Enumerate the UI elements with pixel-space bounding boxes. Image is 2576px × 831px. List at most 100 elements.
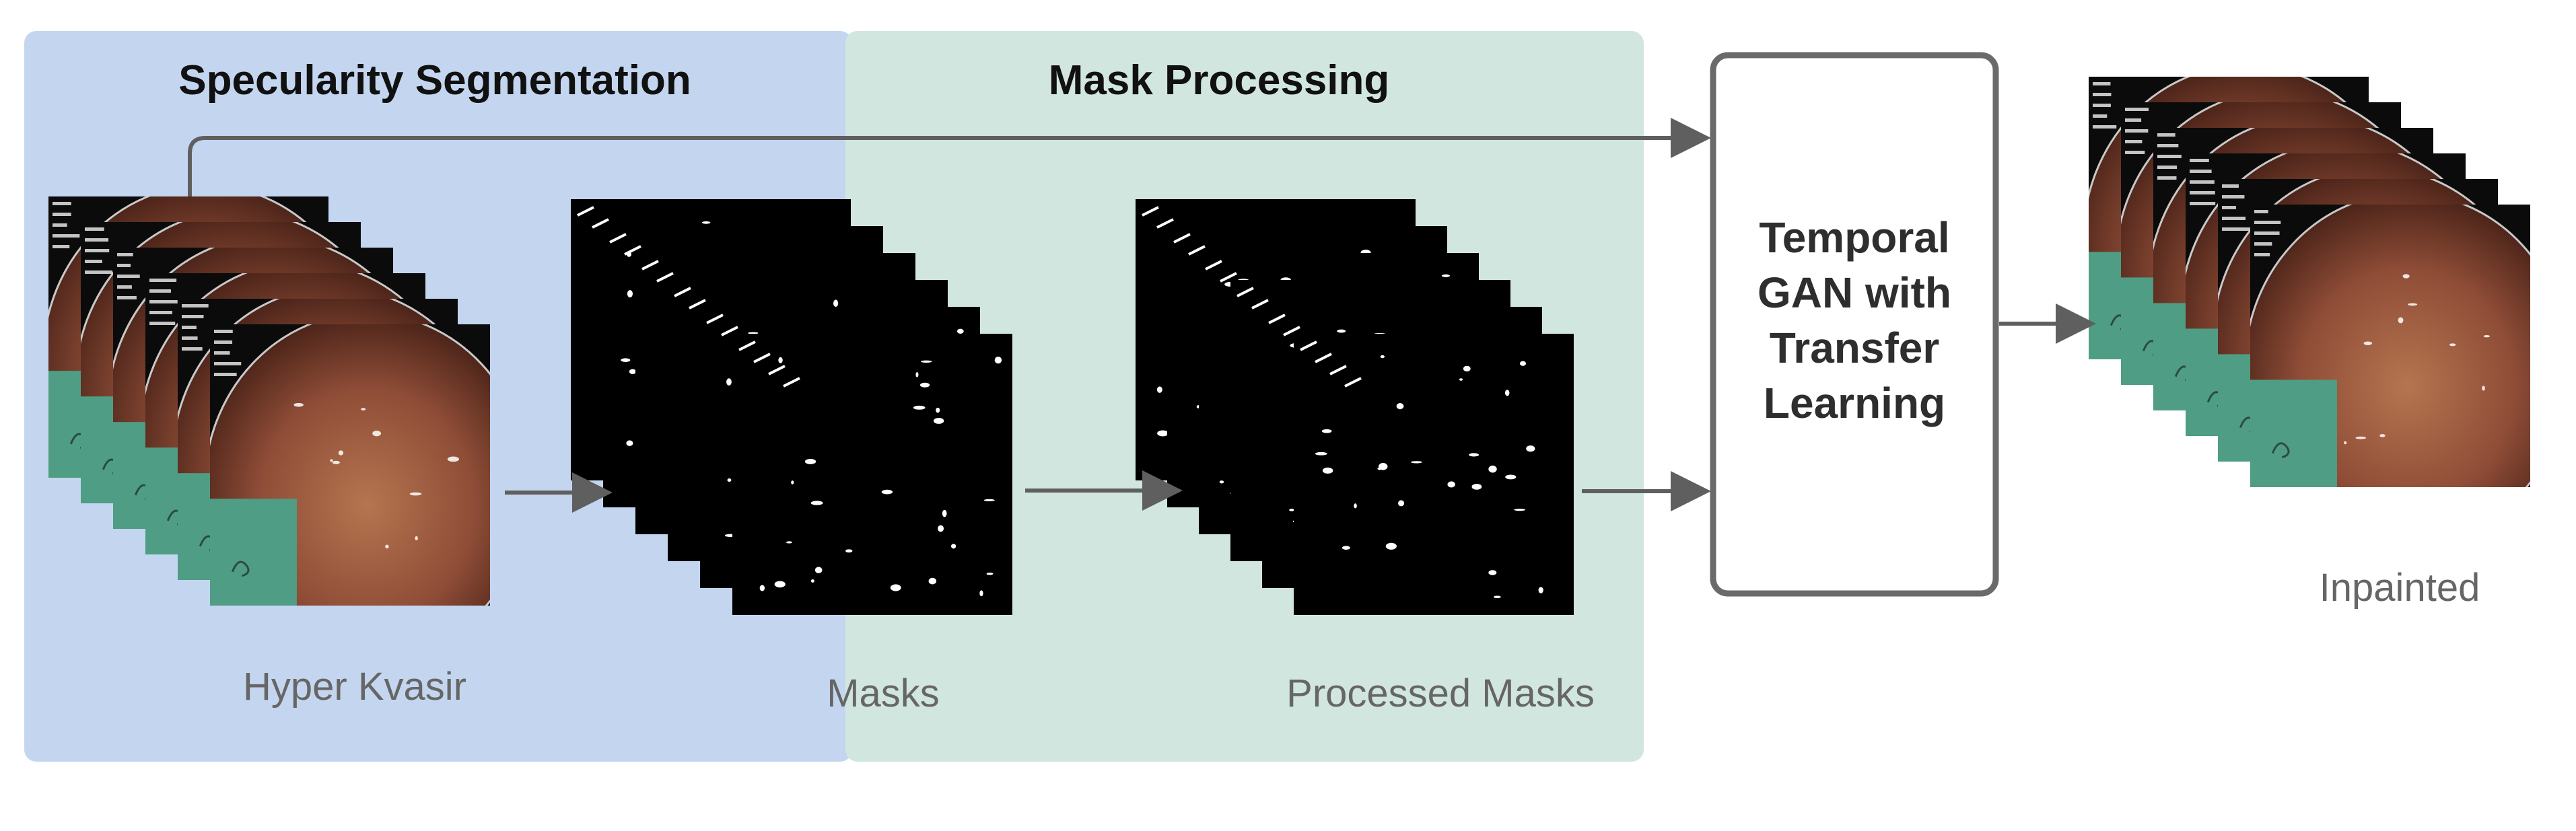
specular-highlight — [2355, 436, 2367, 439]
masks-stack — [571, 199, 1012, 615]
overlay-text-mark — [53, 223, 67, 227]
overlay-text-mark — [149, 311, 172, 314]
specular-blob — [621, 358, 631, 362]
overlay-text-mark — [117, 264, 131, 267]
specular-streak — [689, 299, 706, 310]
specular-blob — [814, 567, 823, 574]
overlay-text-mark — [182, 336, 198, 340]
mask-frame — [732, 334, 1012, 615]
specular-blob — [629, 369, 636, 374]
overlay-text-mark — [2093, 82, 2111, 85]
specular-blob — [1504, 390, 1510, 396]
overlay-text-mark — [2222, 217, 2246, 220]
specular-highlight — [2449, 343, 2456, 347]
specular-blob — [1463, 365, 1471, 372]
overlay-text-mark — [2157, 133, 2175, 137]
overlay-text-mark — [117, 285, 132, 289]
overlay-text-mark — [2125, 140, 2143, 143]
specular-highlight — [2344, 441, 2347, 445]
masks-caption: Masks — [827, 672, 940, 715]
specular-blob — [1526, 445, 1535, 452]
specular-blob — [810, 579, 814, 583]
processed-masks-caption: Processed Masks — [1286, 672, 1595, 715]
overlay-text-mark — [2254, 242, 2272, 246]
overlay-text-mark — [214, 340, 233, 344]
specular-streak — [577, 206, 594, 217]
specular-streak — [609, 233, 627, 244]
specular-blob — [956, 328, 964, 334]
specular-highlight — [2379, 434, 2386, 437]
specular-blob — [1354, 503, 1357, 509]
specular-blob — [979, 590, 983, 597]
overlay-text-mark — [2157, 176, 2177, 180]
overlay-text-mark — [2190, 191, 2215, 194]
specular-blob — [748, 332, 759, 334]
specular-streak — [1315, 353, 1332, 363]
specular-streak — [1142, 206, 1159, 217]
overlay-text-mark — [53, 202, 71, 205]
specular-streak — [1251, 299, 1269, 310]
specular-blob — [1519, 361, 1527, 366]
specular-highlight — [361, 408, 366, 411]
specular-streak — [1173, 233, 1191, 244]
specular-streak — [1283, 326, 1300, 336]
overlay-text-mark — [2190, 180, 2215, 184]
processing-panel-title: Mask Processing — [1049, 57, 1390, 104]
specular-streak — [1156, 218, 1174, 229]
specular-streak — [721, 326, 738, 336]
overlay-text-mark — [2125, 151, 2145, 154]
specular-highlight — [330, 459, 333, 462]
overlay-text-mark — [85, 270, 113, 274]
overlay-text-mark — [117, 275, 140, 278]
specular-blob — [986, 572, 994, 575]
specular-blob — [833, 299, 839, 307]
specular-streak — [624, 245, 641, 256]
specular-blob — [936, 407, 940, 413]
specular-blob — [1157, 430, 1169, 437]
overlay-text-mark — [214, 351, 230, 355]
overlay-text-mark — [2125, 129, 2149, 133]
specular-blob — [759, 585, 765, 591]
specular-streak — [738, 340, 756, 351]
specular-blob — [627, 290, 633, 298]
model-line-1: Temporal — [1759, 213, 1949, 262]
overlay-text-mark — [149, 289, 171, 293]
specular-blob — [791, 480, 794, 484]
specular-blob — [1321, 429, 1332, 433]
specular-highlight — [409, 492, 422, 496]
inpainted-stack — [2089, 77, 2530, 487]
skip-arrow — [188, 118, 1711, 196]
specular-streak — [1344, 377, 1362, 388]
overlay-text-mark — [2254, 210, 2268, 213]
specular-blob — [933, 417, 944, 424]
overlay-text-mark — [2254, 231, 2280, 235]
specular-highlight — [2398, 317, 2404, 324]
specular-blob — [1156, 386, 1162, 393]
model-line-3: Transfer — [1770, 324, 1940, 372]
model-line-4: Learning — [1764, 379, 1945, 427]
specular-highlight — [447, 456, 460, 462]
overlay-text-mark — [2190, 202, 2216, 205]
overlay-text-mark — [53, 245, 70, 248]
overlay-text-mark — [2093, 104, 2111, 107]
specular-highlight — [2402, 274, 2410, 279]
mask-frame — [1294, 334, 1574, 615]
specular-highlight — [2483, 335, 2491, 338]
temporal-gan-box — [1710, 52, 1999, 597]
overlay-text-mark — [2222, 206, 2236, 209]
inpainted-caption: Inpainted — [2320, 566, 2480, 610]
specular-blob — [1538, 587, 1543, 593]
specular-streak — [1329, 365, 1347, 375]
specular-streak — [1268, 314, 1286, 324]
specular-streak — [768, 365, 786, 375]
hyper-kvasir-caption: Hyper Kvasir — [243, 665, 466, 709]
specular-blob — [1385, 542, 1397, 550]
overlay-text-mark — [214, 373, 237, 376]
specular-blob — [1342, 546, 1350, 550]
specular-blob — [983, 499, 995, 501]
instrument-glyph — [2271, 442, 2290, 459]
specular-blob — [1337, 329, 1346, 333]
specular-blob — [778, 357, 783, 363]
processed-masks-stack — [1136, 199, 1574, 615]
